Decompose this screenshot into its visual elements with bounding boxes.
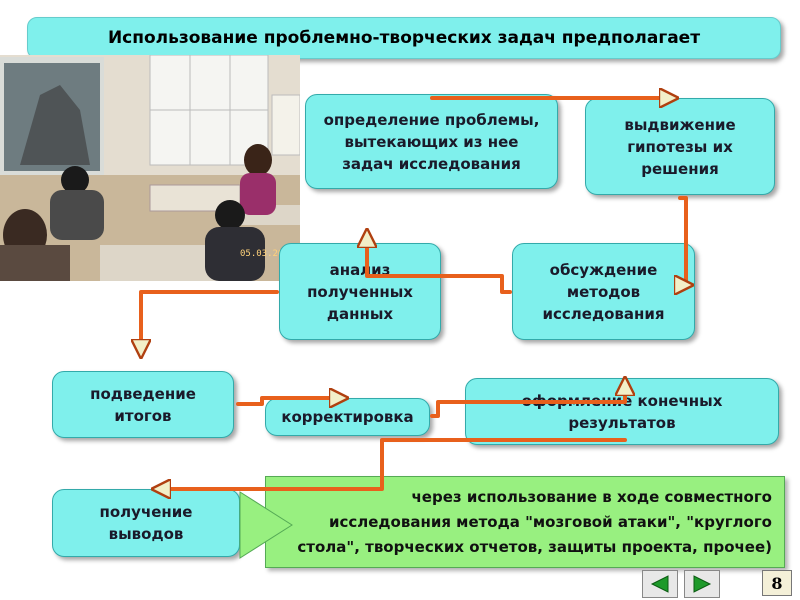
slide-number: 8	[762, 570, 792, 596]
conclusions-box: получение выводов	[52, 489, 240, 557]
method-note: через использование в ходе совместного и…	[265, 476, 785, 568]
correction-box: корректировка	[265, 398, 430, 436]
previous-slide-button[interactable]	[642, 570, 678, 598]
hypothesis-box: выдвижение гипотезы их решения	[585, 98, 775, 195]
problem-definition-box: определение проблемы, вытекающих из нее …	[305, 94, 558, 189]
summary-box: подведение итогов	[52, 371, 234, 438]
triangle-right-icon	[693, 575, 712, 593]
arrow-analysis-to-summary	[141, 290, 279, 355]
photo-timestamp: 05.03.2010	[240, 249, 295, 259]
triangle-left-icon	[650, 575, 669, 593]
analysis-box: анализ полученных данных	[279, 243, 441, 340]
discussion-box: обсуждение методов исследования	[512, 243, 695, 340]
classroom-photo: 05.03.2010	[0, 55, 300, 281]
results-box: оформление конечных результатов	[465, 378, 779, 445]
slide-title: Использование проблемно-творческих задач…	[27, 17, 781, 59]
next-slide-button[interactable]	[684, 570, 720, 598]
